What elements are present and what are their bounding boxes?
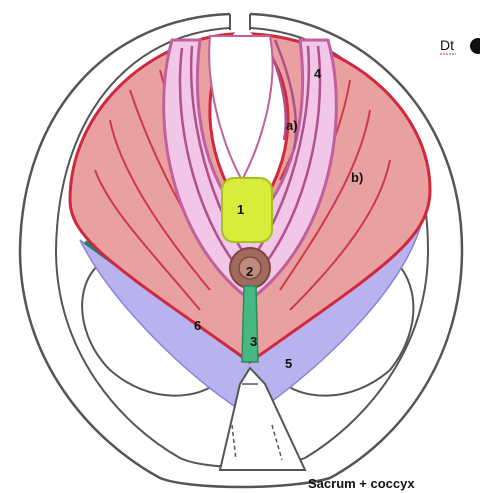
label-sacrum-coccyx: Sacrum + coccyx xyxy=(308,476,415,491)
side-marker-dot xyxy=(470,38,480,54)
label-4: 4 xyxy=(314,66,322,81)
label-fug-u: U xyxy=(225,71,235,87)
structure-3-band xyxy=(242,286,258,362)
structure-1-green xyxy=(222,178,272,242)
label-b: b) xyxy=(351,170,363,185)
label-side: Dt xyxy=(440,37,454,53)
label-fug-f: F xyxy=(226,49,235,65)
label-2: 2 xyxy=(246,264,253,279)
label-1: 1 xyxy=(237,202,244,217)
label-5: 5 xyxy=(285,356,292,371)
label-fug-g: G xyxy=(225,93,236,109)
label-6: 6 xyxy=(194,318,201,333)
pubic-symphysis-gap xyxy=(230,10,250,32)
label-a: a) xyxy=(286,118,298,133)
label-3: 3 xyxy=(250,334,257,349)
